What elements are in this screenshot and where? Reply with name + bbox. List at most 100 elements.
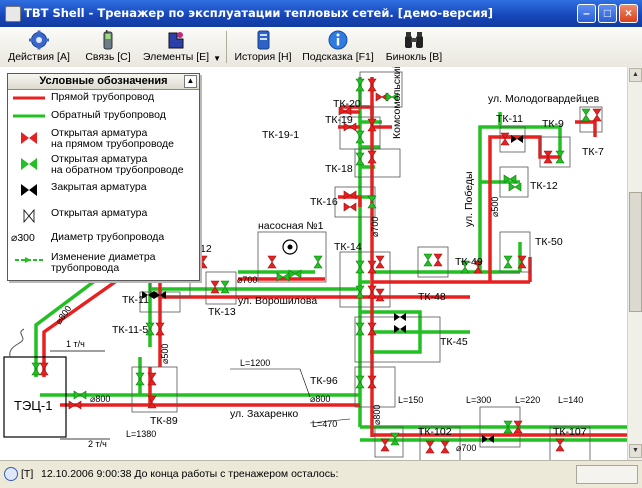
chamber-label: ТК-45 [440, 336, 468, 348]
history-button[interactable]: История [H] [232, 28, 294, 66]
legend-text: Обратный трубопровод [51, 109, 166, 121]
chamber-label: ТК-107 [553, 426, 587, 438]
open-valve-icon [23, 208, 35, 224]
close-icon: × [624, 6, 632, 20]
diameter-label: ⌀500 [490, 197, 500, 217]
tec-smoke [9, 328, 25, 358]
close-button[interactable]: × [619, 4, 638, 23]
legend-panel: Условные обозначения ▲ Прямой трубопрово… [7, 73, 200, 281]
diameter-label: ⌀500 [160, 344, 170, 364]
binocular-button[interactable]: Бинокль [B] [383, 28, 445, 66]
legend-text: Диаметр трубопровода [51, 231, 165, 243]
remaining-time-field [576, 465, 638, 484]
length-label: L=1380 [126, 429, 156, 439]
chamber-label: ТК-12 [530, 180, 558, 192]
legend-item-supply: Прямой трубопровод [8, 92, 199, 116]
chamber-label: ТК-20 [333, 98, 361, 110]
chamber-label: ТК-7 [582, 146, 604, 158]
info-icon [328, 30, 348, 50]
collapse-icon[interactable]: ▲ [184, 75, 197, 88]
scroll-up-icon[interactable]: ▲ [629, 68, 642, 82]
window-title: TBT Shell - Тренажер по эксплуатации теп… [24, 6, 494, 20]
maximize-icon: □ [603, 6, 612, 20]
return-line-icon [13, 114, 45, 118]
heat-network-diagram[interactable]: ТК-20 ТК-19 ТК-19-1 ТК-18 ТК-16 ТК-14 ТК… [0, 67, 627, 460]
legend-text: Открытая арматура на обратном трубопрово… [51, 153, 184, 176]
flow-label: 2 т/ч [88, 439, 107, 449]
legend-item-diameter: ⌀300 Диаметр трубопровода [8, 232, 199, 256]
toolbar: Действия [A] Связь [C] Элементы [E] ▼ Ис… [0, 27, 642, 68]
status-text: 12.10.2006 9:00:38 До конца работы с тре… [41, 468, 339, 480]
comm-button[interactable]: Связь [C] [82, 28, 134, 66]
legend-item-diameter-change: Изменение диаметра трубопровода [8, 252, 199, 276]
binoculars-icon [405, 32, 423, 48]
legend-header[interactable]: Условные обозначения ▲ [8, 74, 199, 90]
street-label: Комсомольский [391, 67, 403, 139]
open-return-valve-icon [21, 158, 37, 170]
scroll-down-icon[interactable]: ▼ [629, 444, 642, 458]
tec-label: ТЭЦ-1 [14, 398, 52, 413]
pump-station-label: насосная №1 [258, 220, 324, 232]
legend-item-open: Открытая арматура [8, 208, 199, 232]
chamber-label: 12 [200, 243, 212, 255]
diameter-label: ⌀800 [310, 394, 330, 404]
length-label: L=220 [515, 395, 540, 405]
binocular-label: Бинокль [B] [385, 51, 443, 63]
chevron-down-icon[interactable]: ▼ [213, 54, 221, 63]
length-label: L=470 [312, 419, 337, 429]
chamber-label: ТК-11 [496, 113, 523, 125]
chamber-label: ТК-16 [310, 196, 338, 208]
minimize-icon: – [583, 6, 590, 20]
minimize-button[interactable]: – [577, 4, 596, 23]
toolbar-separator [226, 31, 227, 63]
actions-label: Действия [A] [8, 51, 70, 63]
diameter-label: ⌀700 [456, 443, 476, 453]
elements-button[interactable]: Элементы [E] ▼ [140, 28, 221, 66]
scroll-thumb[interactable] [629, 192, 642, 312]
title-bar: TBT Shell - Тренажер по эксплуатации теп… [0, 0, 642, 27]
legend-text: Закрытая арматура [51, 181, 147, 193]
street-label: ул. Захаренко [230, 408, 298, 420]
legend-item-open-supply: Открытая арматура на прямом трубопроводе [8, 128, 199, 152]
chamber-label: ТК-96 [310, 375, 338, 387]
length-label: L=1200 [240, 358, 270, 368]
gear-icon [29, 30, 49, 50]
diameter-symbol: ⌀300 [11, 232, 35, 244]
legend-item-return: Обратный трубопровод [8, 110, 199, 134]
chamber-label: ТК-102 [418, 426, 452, 438]
length-label: L=150 [398, 395, 423, 405]
flow-label: 1 т/ч [66, 339, 85, 349]
length-leader-1200 [230, 368, 311, 398]
status-bar: [T] 12.10.2006 9:00:38 До конца работы с… [0, 460, 642, 488]
hint-label: Подсказка [F1] [302, 51, 374, 63]
maximize-button[interactable]: □ [598, 4, 617, 23]
street-label: ул. Победы [463, 171, 475, 227]
diameter-change-icon [15, 257, 43, 263]
diameter-label: ⌀700 [237, 275, 257, 285]
vertical-scrollbar[interactable]: ▲ ▼ [627, 67, 642, 460]
supply-line-icon [13, 96, 45, 100]
street-label: ул. Ворошилова [238, 295, 317, 307]
actions-button[interactable]: Действия [A] [6, 28, 72, 66]
chamber-label: ТК-49 [455, 256, 483, 268]
app-icon [5, 6, 21, 22]
legend-item-closed: Закрытая арматура [8, 182, 199, 206]
clock-icon [4, 467, 18, 481]
chamber-label: ТК-11 [122, 294, 149, 306]
diameter-label: ⌀800 [90, 394, 110, 404]
chamber-label: ТК-9 [542, 118, 564, 130]
comm-label: Связь [C] [85, 51, 131, 63]
legend-text: Прямой трубопровод [51, 91, 155, 103]
diameter-label: ⌀800 [372, 405, 382, 425]
elements-label: Элементы [E] [142, 51, 210, 63]
supply-pipelines [42, 77, 627, 437]
legend-text: Открытая арматура [51, 207, 148, 219]
pump-center [287, 244, 293, 250]
hint-button[interactable]: Подсказка [F1] [298, 28, 378, 66]
length-leader-470 [309, 418, 351, 424]
chamber-label: ТК-89 [150, 415, 178, 427]
chamber-label: ТК-19 [325, 114, 353, 126]
chamber-label: ТК-13 [208, 306, 236, 318]
chamber-label: ТК-14 [334, 241, 362, 253]
chamber-label: ТК-50 [535, 236, 563, 248]
